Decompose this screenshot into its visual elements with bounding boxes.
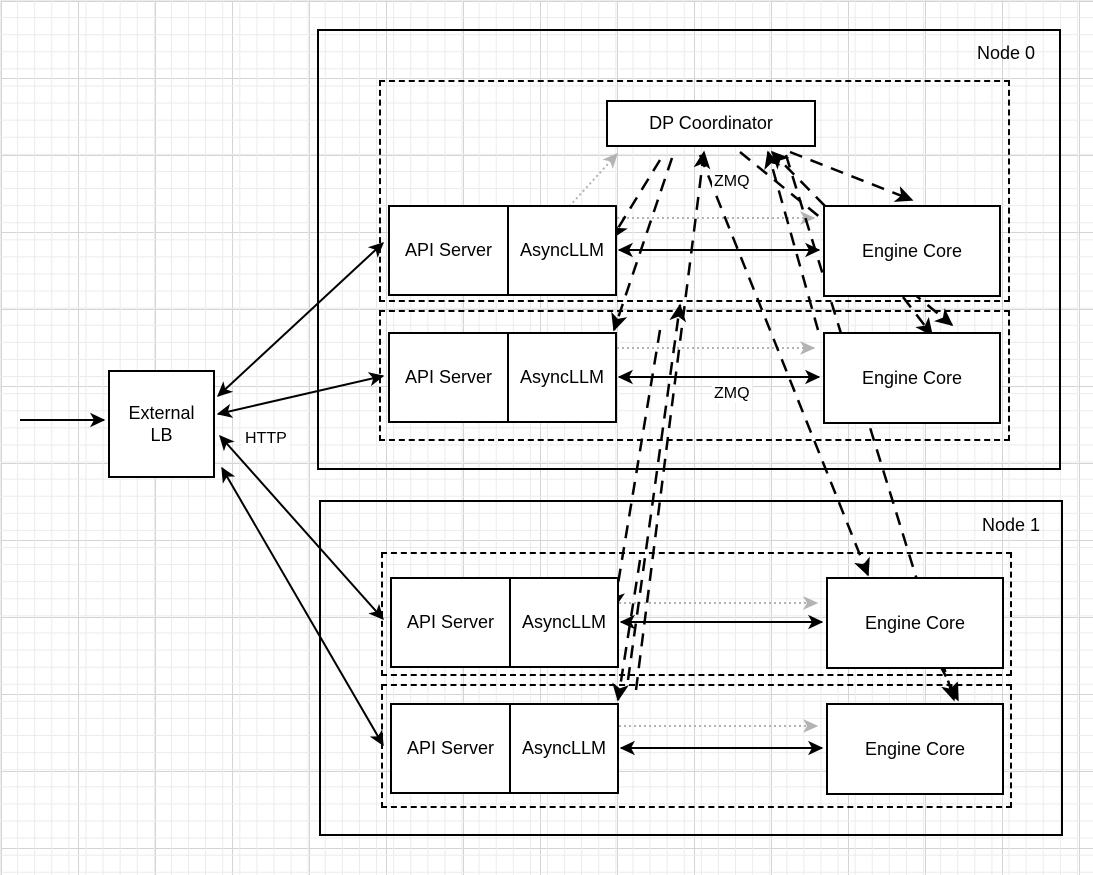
external-lb-label-line2: LB: [150, 425, 173, 445]
node0-rank1-engine-core-label: Engine Core: [861, 367, 963, 388]
node0-rank1-engine-core-box[interactable]: Engine Core: [823, 332, 1001, 424]
node1-rank1-engine-core-box[interactable]: Engine Core: [826, 703, 1004, 795]
node1-label: Node 1: [982, 515, 1041, 535]
dp-coordinator-label: DP Coordinator: [649, 113, 773, 134]
node0-rank1-api-server-label: API Server: [390, 334, 509, 421]
node0-label: Node 0: [977, 43, 1036, 63]
external-lb-label-line1: External: [128, 402, 195, 423]
node1-rank0-api-server-label: API Server: [392, 579, 511, 666]
node1-rank0-engine-core-box[interactable]: Engine Core: [826, 577, 1004, 669]
node0-rank0-engine-core-label: Engine Core: [861, 240, 963, 261]
node0-rank1-zmq-label: ZMQ: [712, 385, 752, 403]
node1-rank1-asyncllm-label: AsyncLLM: [521, 738, 607, 759]
node1-rank1-apiserver-asyncllm-box[interactable]: API Server AsyncLLM: [390, 703, 619, 794]
node0-rank1-apiserver-asyncllm-box[interactable]: API Server AsyncLLM: [388, 332, 617, 423]
node0-rank0-asyncllm-label: AsyncLLM: [519, 240, 605, 261]
node0-rank0-engine-core-box[interactable]: Engine Core: [823, 205, 1001, 297]
http-edge-label: HTTP: [243, 430, 289, 448]
node0-rank1-asyncllm-label: AsyncLLM: [519, 367, 605, 388]
node0-rank0-apiserver-asyncllm-box[interactable]: API Server AsyncLLM: [388, 205, 617, 296]
dp-coordinator-box[interactable]: DP Coordinator: [606, 100, 816, 147]
node1-rank0-engine-core-label: Engine Core: [864, 612, 966, 633]
node1-rank1-engine-core-label: Engine Core: [864, 738, 966, 759]
node1-rank0-apiserver-asyncllm-box[interactable]: API Server AsyncLLM: [390, 577, 619, 668]
node1-rank1-api-server-label: API Server: [392, 705, 511, 792]
node0-rank0-api-server-label: API Server: [390, 207, 509, 294]
node0-rank0-zmq-label: ZMQ: [712, 173, 752, 191]
node1-rank0-asyncllm-label: AsyncLLM: [521, 612, 607, 633]
external-lb-box[interactable]: External LB: [108, 370, 215, 478]
